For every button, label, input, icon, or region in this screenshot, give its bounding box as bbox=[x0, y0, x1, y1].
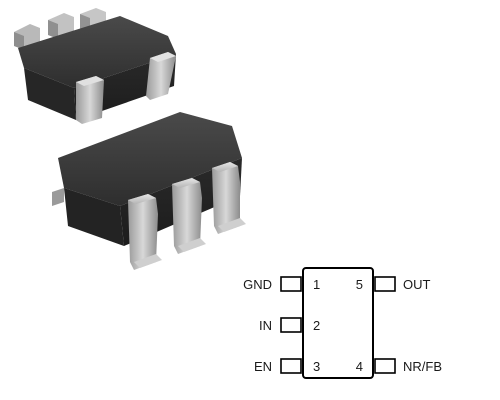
pin-5-tab bbox=[374, 276, 396, 292]
pin-1-name: GND bbox=[243, 277, 272, 292]
pin-2-tab bbox=[280, 317, 302, 333]
pin-1-tab bbox=[280, 276, 302, 292]
ic-body bbox=[302, 267, 374, 379]
pin-3-tab bbox=[280, 358, 302, 374]
pin-2-name: IN bbox=[259, 318, 272, 333]
pin-5-name: OUT bbox=[403, 277, 431, 292]
package-photo bbox=[14, 8, 246, 270]
chip-front bbox=[52, 112, 246, 270]
pin-4-name: NR/FB bbox=[403, 359, 442, 374]
pin-1-number: 1 bbox=[313, 277, 320, 292]
pin-3-name: EN bbox=[254, 359, 272, 374]
pin-5-number: 5 bbox=[356, 277, 363, 292]
pin-4-tab bbox=[374, 358, 396, 374]
pin-2-number: 2 bbox=[313, 318, 320, 333]
chip-front-leads bbox=[128, 162, 246, 270]
pin-3-number: 3 bbox=[313, 359, 320, 374]
chip-back bbox=[14, 8, 176, 124]
pin-4-number: 4 bbox=[356, 359, 363, 374]
